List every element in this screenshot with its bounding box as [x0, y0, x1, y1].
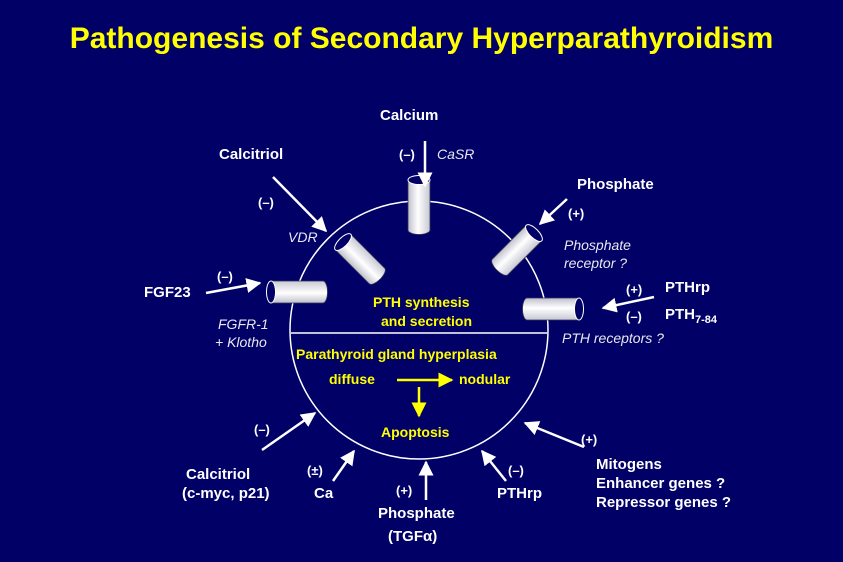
pthrp-bottom-label: PTHrp — [497, 485, 542, 502]
phosphate-bottom-sign: (+) — [396, 483, 413, 498]
fgf23-sign: (–) — [217, 269, 233, 284]
casr-receptor-icon — [407, 175, 431, 235]
pth-right-arrow — [601, 295, 655, 313]
phosphate-receptor-label-2: receptor ? — [564, 255, 628, 271]
calcitriol-bottom-label-1: Calcitriol — [186, 466, 251, 483]
phosphate-receptor-label-1: Phosphate — [564, 237, 631, 253]
fgfr-receptor-icon — [266, 280, 328, 304]
nodular-label: nodular — [459, 371, 511, 387]
pth-receptor-icon — [522, 297, 584, 321]
repressor-genes-label: Repressor genes ? — [596, 494, 732, 511]
calcitriol-bottom-sign: (–) — [254, 422, 270, 437]
fgf23-arrow — [205, 278, 262, 295]
calcium-label: Calcium — [380, 107, 439, 124]
pthrp-bottom-sign: (–) — [508, 463, 524, 478]
pth-receptors-label: PTH receptors ? — [562, 330, 664, 346]
pth784-sign: (–) — [626, 309, 642, 324]
vdr-receptor-icon — [334, 233, 386, 285]
phosphate-top-label: Phosphate — [577, 176, 654, 193]
calcitriol-bottom-arrow — [261, 411, 317, 452]
page-title: Pathogenesis of Secondary Hyperparathyro… — [69, 22, 774, 55]
pth-synthesis-line-2: and secretion — [381, 313, 473, 329]
mitogens-label: Mitogens — [596, 456, 662, 473]
phosphate-receptor-icon — [491, 224, 543, 276]
fgfr-label-1: FGFR-1 — [218, 316, 269, 332]
tgf-alpha-label: (TGFα) — [388, 528, 438, 545]
vdr-label: VDR — [288, 229, 318, 245]
mitogens-sign: (+) — [581, 432, 598, 447]
pth784-label: PTH7-84 — [665, 306, 718, 326]
parathyroid-cell-circle — [289, 200, 549, 460]
fgfr-label-2: + Klotho — [215, 334, 267, 350]
hyperplasia-label: Parathyroid gland hyperplasia — [296, 346, 497, 362]
ca-bottom-sign: (±) — [307, 463, 323, 478]
apoptosis-label: Apoptosis — [381, 424, 450, 440]
diffuse-label: diffuse — [329, 371, 375, 387]
calcium-sign: (–) — [399, 147, 415, 162]
mitogens-arrow — [523, 421, 585, 449]
phosphate-bottom-label: Phosphate — [378, 505, 455, 522]
fgf23-label: FGF23 — [144, 284, 191, 301]
ca-bottom-label: Ca — [314, 485, 334, 502]
phosphate-top-arrow — [538, 198, 568, 226]
pthrp-bottom-arrow — [481, 449, 507, 482]
pthrp-right-sign: (+) — [626, 282, 643, 297]
enhancer-genes-label: Enhancer genes ? — [596, 475, 726, 492]
pthrp-right-label: PTHrp — [665, 279, 710, 296]
casr-label: CaSR — [437, 146, 475, 162]
calcitriol-top-sign: (–) — [258, 195, 274, 210]
calcitriol-top-label: Calcitriol — [219, 146, 284, 163]
calcitriol-bottom-label-2: (c-myc, p21) — [182, 485, 270, 502]
calcitriol-top-arrow — [272, 176, 328, 233]
phosphate-top-sign: (+) — [568, 206, 585, 221]
ca-bottom-arrow — [331, 449, 356, 482]
pth-synthesis-line-1: PTH synthesis — [373, 294, 470, 310]
